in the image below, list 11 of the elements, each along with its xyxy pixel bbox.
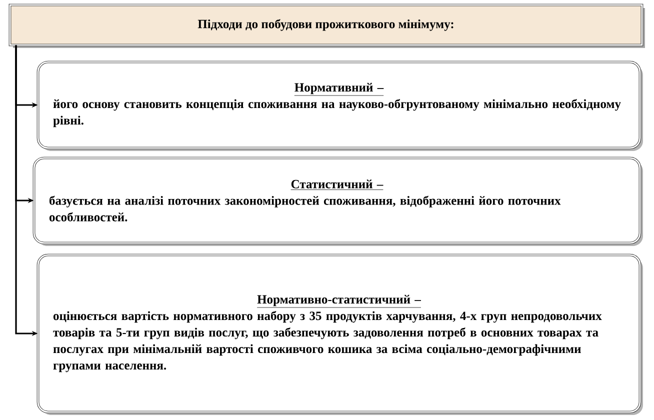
rounded-box (32, 156, 642, 244)
title-text: Підходи до побудови прожиткового мінімуму: (198, 19, 454, 31)
rounded-box (36, 254, 642, 414)
heading-text: Статистичний – (290, 180, 384, 190)
body-text: його основу становить концепція споживання на науково-обгрунтованому мінімально необхідному рівні. (53, 99, 621, 128)
body-text: оцінюється вартість нормативного набору з 35 продуктів харчування, 4-х груп непродовольчих товарів та 5-ти груп видів послуг, що забезпечують задоволення потреб в основних товарах та послугах при мінімальній вартості споживчого кошика за всіма соціально-демографічними групами населення. (53, 311, 602, 372)
header-box (8, 4, 644, 46)
heading-text: Нормативно-статистичний – (256, 294, 422, 308)
rounded-box (36, 60, 642, 150)
heading-text: Нормативний – (294, 82, 384, 96)
body-text: базується на аналізі поточних закономірностей споживання, відображенні його поточних особливостей. (49, 196, 561, 222)
